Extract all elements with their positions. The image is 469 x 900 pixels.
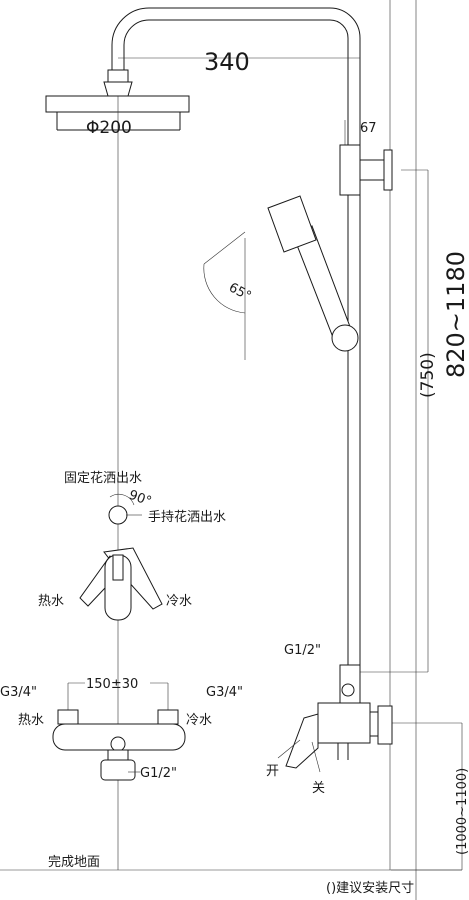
open-label: 开 [266, 764, 279, 779]
diverter-knob [108, 493, 142, 525]
hand-shower-outlet-label: 手持花洒出水 [148, 509, 226, 525]
inlet-spacing-label: 150±30 [86, 677, 138, 692]
install-note-label: ()建议安装尺寸 [326, 881, 414, 896]
install-height-label: (1000~1100) [455, 768, 469, 855]
valve-side-view [277, 702, 393, 773]
inlet-left-label: G3/4" [0, 685, 37, 700]
outlet-bottom-label: G1/2" [140, 766, 177, 781]
hot-water-label-valve: 热水 [18, 713, 44, 728]
diverter-angle-label: 90° [127, 488, 154, 510]
bar-height-label: (750) [418, 352, 438, 398]
floor-label: 完成地面 [48, 855, 100, 870]
cold-water-label-valve: 冷水 [186, 713, 212, 728]
wall-bracket [339, 144, 393, 196]
slide-arm [203, 195, 359, 360]
thermostatic-valve [52, 682, 186, 781]
hot-water-label-lever: 热水 [38, 594, 64, 609]
cold-water-label-lever: 冷水 [166, 594, 192, 609]
shower-riser [111, 7, 361, 672]
riser-outlet [339, 664, 361, 704]
close-label: 关 [312, 781, 325, 796]
head-diameter-label: Φ200 [86, 118, 132, 138]
fixed-shower-outlet-label: 固定花洒出水 [64, 470, 142, 486]
bracket-offset-label: 67 [360, 121, 377, 136]
inlet-right-label: G3/4" [206, 685, 243, 700]
outlet-top-label: G1/2" [284, 643, 321, 658]
total-height-label: 820~1180 [442, 251, 469, 378]
shower-head [45, 69, 190, 131]
mixing-lever [79, 547, 163, 621]
slide-angle-label: 65° [226, 280, 253, 304]
arm-length-label: 340 [204, 48, 250, 76]
